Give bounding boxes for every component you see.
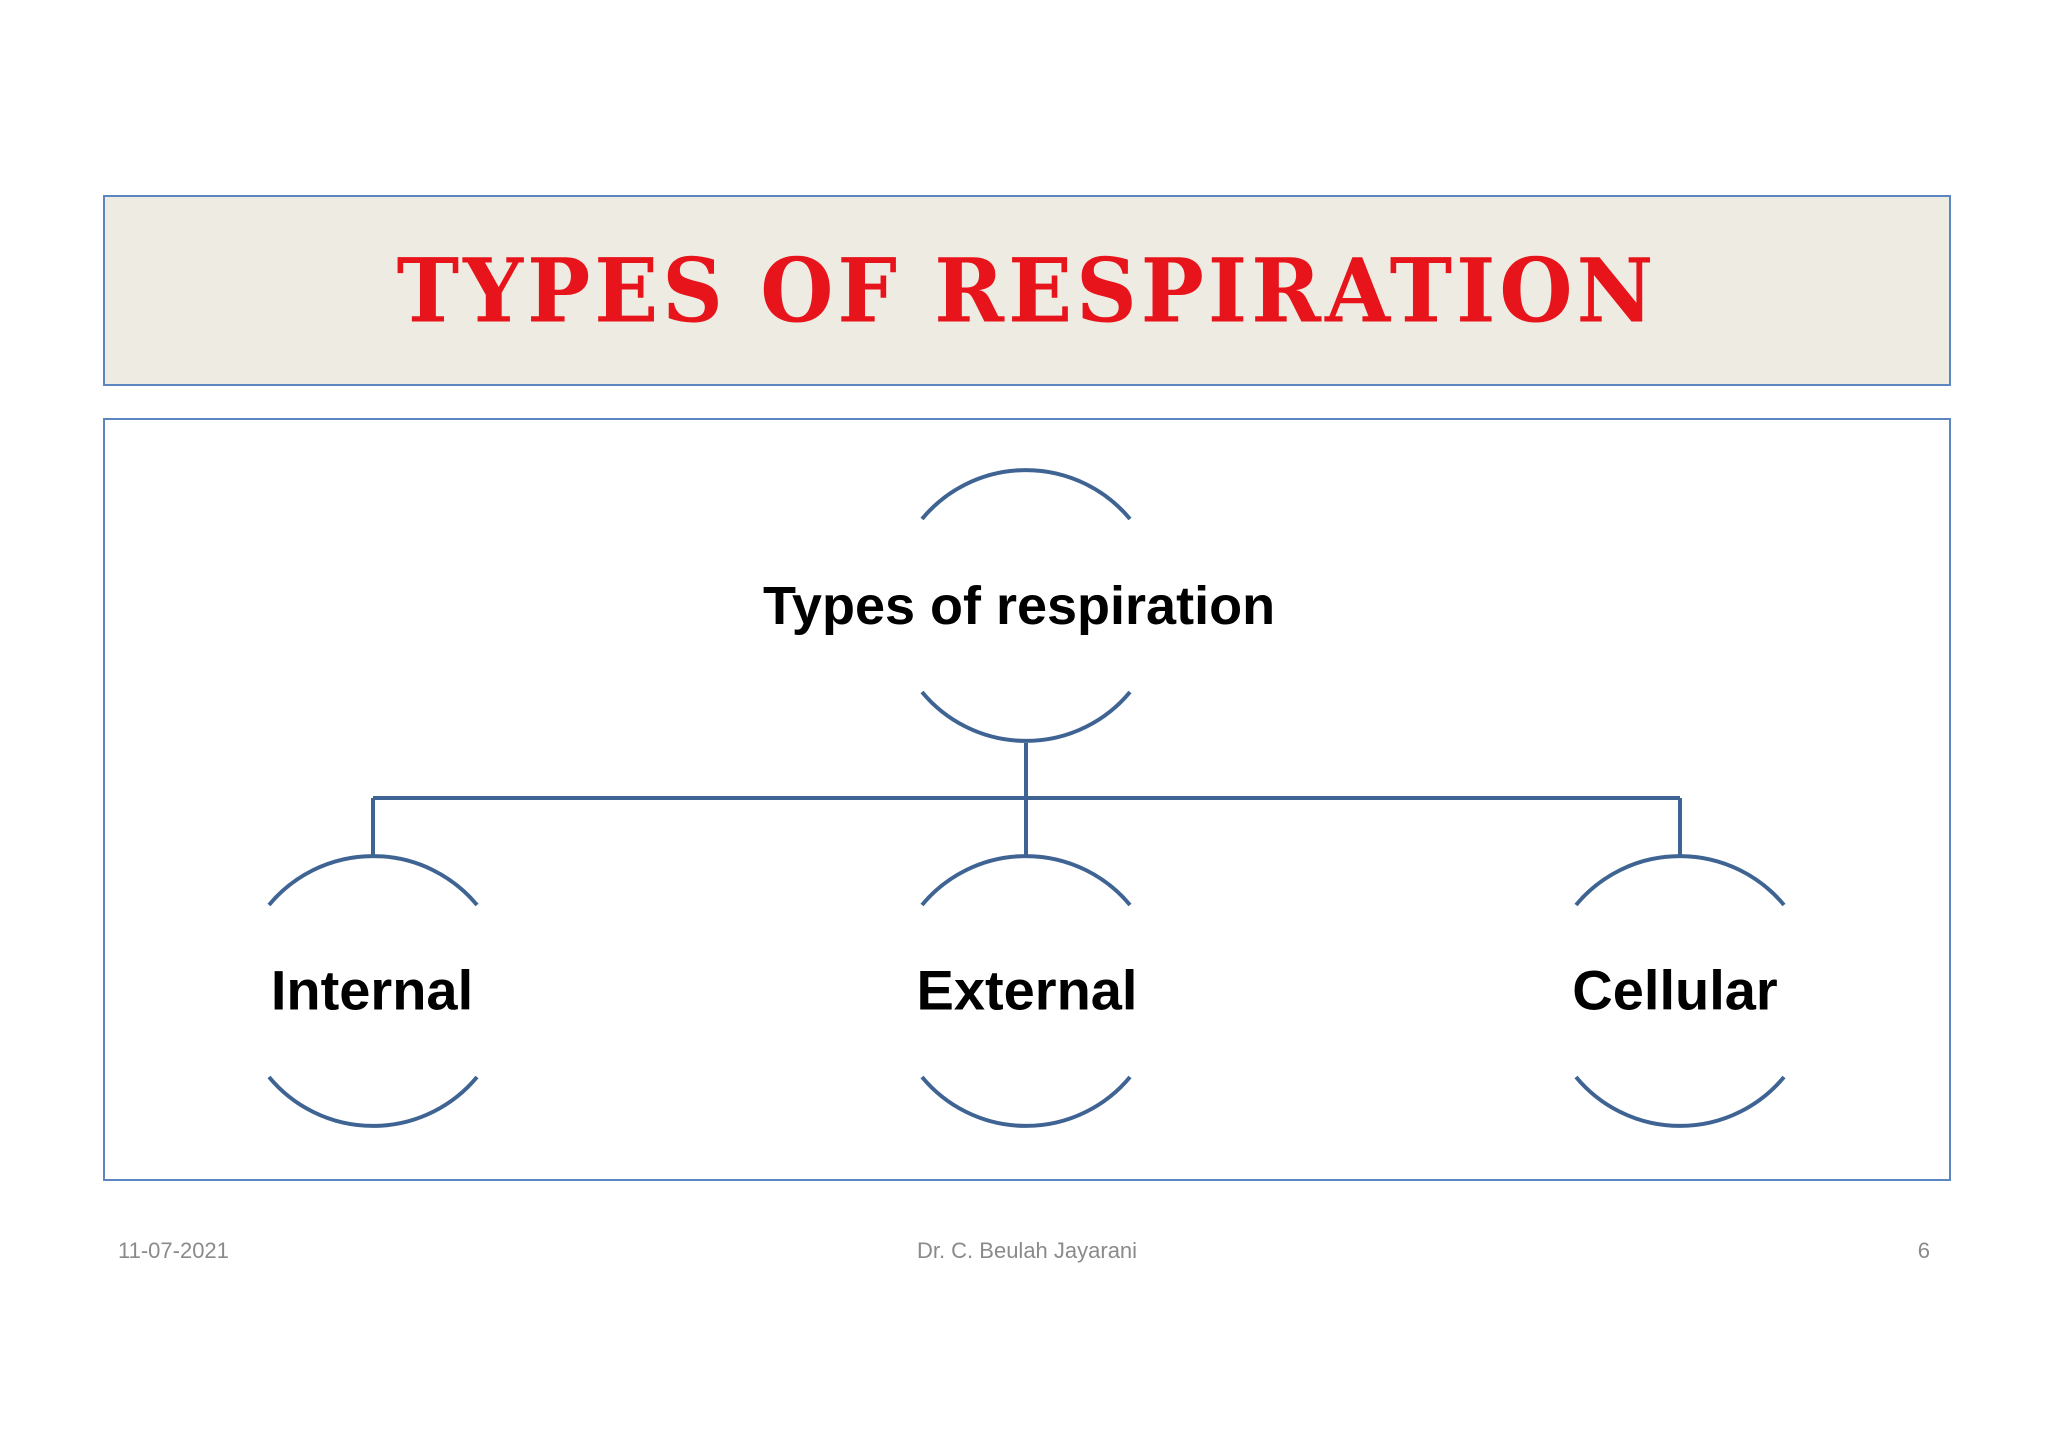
internal-node-top-arc: [267, 854, 479, 907]
title-banner: Types of Respiration: [103, 195, 1951, 386]
footer-date: 11-07-2021: [118, 1238, 229, 1263]
internal-node-bottom-arc: [267, 1075, 479, 1128]
external-node-label: External: [916, 958, 1138, 1022]
footer-page-number: 6: [1917, 1238, 1930, 1263]
internal-node-label: Internal: [270, 958, 474, 1022]
footer-author: Dr. C. Beulah Jayarani: [916, 1238, 1138, 1263]
cellular-node-label: Cellular: [1572, 958, 1778, 1022]
root-node-label: Types of respiration: [762, 576, 1276, 636]
external-node-bottom-arc: [920, 1075, 1132, 1128]
cellular-node-bottom-arc: [1574, 1075, 1786, 1128]
root-node-top-arc: [920, 468, 1132, 521]
slide-title: Types of Respiration: [396, 238, 1658, 343]
cellular-node-top-arc: [1574, 854, 1786, 907]
root-node-bottom-arc: [920, 690, 1132, 743]
external-node-top-arc: [920, 854, 1132, 907]
